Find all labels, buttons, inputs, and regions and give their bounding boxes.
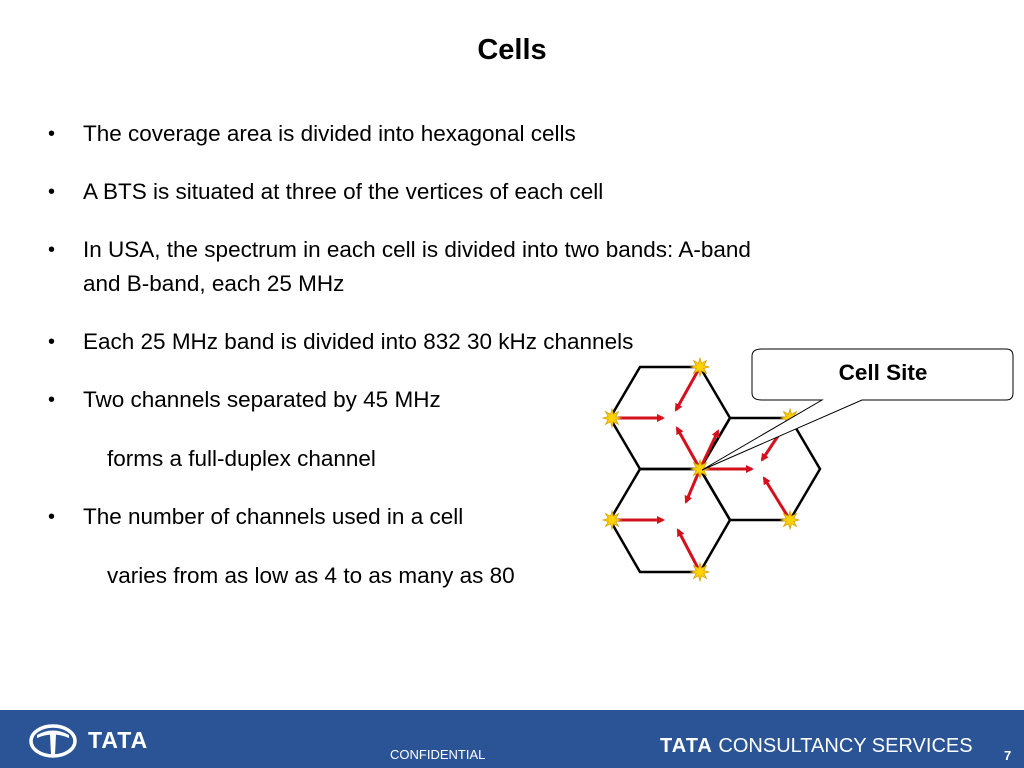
bullet-text: The coverage area is divided into hexago… — [83, 121, 576, 146]
hexagonal-cell-diagram — [601, 348, 1014, 583]
sub-bullet-text: varies from as low as 4 to as many as 80 — [107, 563, 515, 588]
company-name: TATA CONSULTANCY SERVICES — [660, 735, 973, 758]
company-name-bold: TATA — [660, 735, 713, 757]
star-icon — [779, 509, 801, 531]
bullet-marker: • — [48, 331, 56, 353]
bullet-marker: • — [48, 181, 56, 203]
cell-site-star-group — [601, 356, 801, 583]
arrow-icon — [762, 476, 792, 521]
slide-title: Cells — [477, 34, 547, 66]
bullet-text: The number of channels used in a cell — [83, 504, 464, 529]
arrow-icon — [676, 528, 702, 573]
callout-bubble — [701, 348, 1014, 471]
star-icon — [689, 458, 711, 480]
star-icon — [689, 561, 711, 583]
bullet-text: A BTS is situated at three of the vertic… — [83, 179, 604, 204]
bullet-text: Two channels separated by 45 MHz — [83, 387, 441, 412]
bullet-text: In USA, the spectrum in each cell is div… — [83, 237, 751, 262]
star-icon — [601, 509, 623, 531]
sub-bullet-text: forms a full-duplex channel — [107, 446, 376, 471]
arrow-icon — [674, 366, 702, 412]
page-number: 7 — [1004, 748, 1012, 763]
star-icon — [689, 356, 711, 378]
star-icon — [601, 407, 623, 429]
arrow-icon — [675, 426, 702, 470]
arrow-icon — [698, 429, 720, 470]
confidential-label: CONFIDENTIAL — [390, 747, 486, 762]
bullet-marker: • — [48, 389, 56, 411]
callout — [701, 348, 1014, 471]
bullet-text-continued: and B-band, each 25 MHz — [83, 271, 345, 296]
arrow-icon — [684, 468, 702, 504]
callout-label: Cell Site — [838, 360, 928, 385]
footer-bar: TATA CONFIDENTIAL TATA CONSULTANCY SERVI… — [0, 710, 1024, 768]
tata-brand-text: TATA — [88, 727, 149, 753]
bullet-marker: • — [48, 506, 56, 528]
company-name-rest: CONSULTANCY SERVICES — [712, 735, 973, 757]
bullet-marker: • — [48, 239, 56, 261]
bullet-marker: • — [48, 123, 56, 145]
bullet-text: Each 25 MHz band is divided into 832 30 … — [83, 329, 634, 354]
tata-logo-icon — [29, 724, 77, 758]
